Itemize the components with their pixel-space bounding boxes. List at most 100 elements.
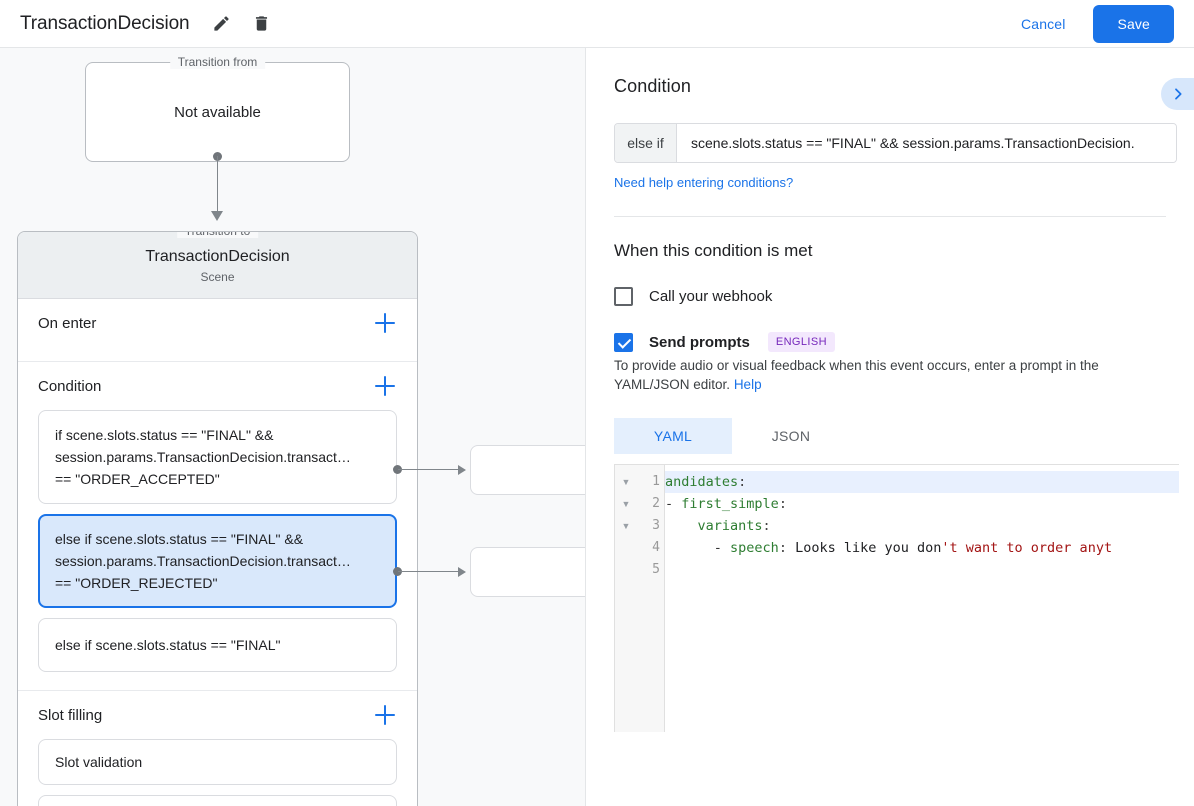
send-prompts-checkbox[interactable] bbox=[614, 332, 633, 352]
section-on-enter-title: On enter bbox=[38, 314, 97, 332]
header-actions bbox=[208, 10, 276, 38]
condition-line: if scene.slots.status == "FINAL" && bbox=[55, 427, 274, 443]
send-prompts-label: Send prompts bbox=[649, 333, 750, 351]
editor-code-area[interactable]: andidates:- first_simple: variants: - sp… bbox=[665, 465, 1179, 732]
code-token: 't want to order anyt bbox=[941, 540, 1113, 556]
fold-toggle-icon[interactable]: ▼ bbox=[621, 477, 631, 487]
prompts-helper-sentence: To provide audio or visual feedback when… bbox=[614, 358, 1099, 392]
transition-from-card: Transition from Not available bbox=[85, 55, 350, 162]
add-slot-filling-button[interactable] bbox=[373, 703, 397, 727]
condition-card-selected[interactable]: else if scene.slots.status == "FINAL" &&… bbox=[38, 514, 397, 608]
line-number: 1 bbox=[652, 474, 660, 489]
prompts-help-link[interactable]: Help bbox=[733, 377, 762, 392]
detail-header: Condition else if Need help entering con… bbox=[586, 48, 1194, 217]
language-badge: ENGLISH bbox=[767, 332, 835, 352]
section-on-enter-head: On enter bbox=[38, 299, 397, 347]
branch-target-box-rejected[interactable] bbox=[470, 547, 585, 597]
call-webhook-label: Call your webhook bbox=[649, 288, 773, 305]
send-prompts-row: Send prompts ENGLISH bbox=[614, 332, 1166, 352]
prompts-helper-text: To provide audio or visual feedback when… bbox=[614, 356, 1166, 394]
chevron-right-icon[interactable] bbox=[1161, 78, 1194, 110]
trash-icon[interactable] bbox=[248, 10, 276, 38]
line-number: 5 bbox=[652, 562, 660, 577]
editor-fold-column: ▼ ▼ ▼ bbox=[615, 465, 637, 732]
detail-panel: Condition else if Need help entering con… bbox=[585, 48, 1194, 806]
detail-panel-title: Condition bbox=[614, 76, 691, 96]
slot-validation-card[interactable]: Slot validation bbox=[38, 739, 397, 785]
section-condition-title: Condition bbox=[38, 377, 102, 395]
condition-line: else if scene.slots.status == "FINAL" && bbox=[55, 531, 304, 547]
condition-card[interactable]: else if scene.slots.status == "FINAL" bbox=[38, 618, 397, 672]
condition-line: else if scene.slots.status == "FINAL" bbox=[55, 637, 281, 653]
when-condition-met-title: When this condition is met bbox=[614, 241, 813, 260]
transition-connector-arrow bbox=[211, 211, 223, 221]
code-line[interactable]: andidates: bbox=[665, 471, 1179, 493]
code-token: Looks like you don bbox=[795, 540, 942, 556]
section-condition-head: Condition bbox=[38, 362, 397, 410]
tab-json[interactable]: JSON bbox=[771, 428, 811, 444]
add-on-enter-button[interactable] bbox=[373, 311, 397, 335]
detail-divider bbox=[614, 216, 1166, 217]
branch-target-box-accepted[interactable] bbox=[470, 445, 585, 495]
branch-arrow-rejected bbox=[458, 567, 466, 577]
branch-line-rejected bbox=[398, 571, 460, 572]
line-number: 4 bbox=[652, 540, 660, 555]
fold-toggle-icon[interactable]: ▼ bbox=[621, 521, 631, 531]
line-number: 3 bbox=[652, 518, 660, 533]
code-token: : bbox=[762, 518, 771, 534]
code-token: : bbox=[778, 496, 787, 512]
branch-line-accepted bbox=[398, 469, 460, 470]
condition-line: == "ORDER_ACCEPTED" bbox=[55, 471, 220, 487]
condition-input[interactable] bbox=[677, 124, 1176, 162]
scene-canvas: Transition from Not available Transition… bbox=[0, 48, 585, 806]
code-token: variants bbox=[697, 518, 763, 534]
editor-tabs: YAML JSON bbox=[614, 418, 1166, 454]
code-token: first_simple bbox=[681, 496, 779, 512]
condition-input-row: else if bbox=[614, 123, 1177, 163]
cancel-button[interactable]: Cancel bbox=[1007, 8, 1079, 40]
scene-type: Scene bbox=[200, 270, 235, 284]
condition-prefix-label: else if bbox=[615, 124, 677, 162]
transition-to-header: TransactionDecision Scene bbox=[18, 232, 417, 299]
add-condition-button[interactable] bbox=[373, 374, 397, 398]
fold-toggle-icon[interactable]: ▼ bbox=[621, 499, 631, 509]
code-token: - bbox=[665, 496, 682, 512]
code-token: : bbox=[738, 474, 747, 490]
branch-arrow-accepted bbox=[458, 465, 466, 475]
section-on-enter: On enter bbox=[18, 299, 417, 362]
slot-card-partial[interactable] bbox=[38, 795, 397, 806]
condition-help-link[interactable]: Need help entering conditions? bbox=[614, 175, 794, 190]
branch-dot-accepted bbox=[393, 465, 402, 474]
condition-line: session.params.TransactionDecision.trans… bbox=[55, 553, 351, 569]
section-slot-filling: Slot filling Slot validation bbox=[18, 691, 417, 806]
section-slot-filling-head: Slot filling bbox=[38, 691, 397, 739]
tab-yaml[interactable]: YAML bbox=[614, 418, 732, 454]
code-token bbox=[665, 518, 698, 534]
scene-name: TransactionDecision bbox=[145, 248, 290, 265]
code-line[interactable]: - first_simple: bbox=[665, 493, 1179, 515]
editor-line-numbers: 1 2 3 4 5 bbox=[637, 465, 665, 732]
code-token: andidates bbox=[665, 474, 739, 490]
pencil-icon[interactable] bbox=[208, 10, 236, 38]
branch-dot-rejected bbox=[393, 567, 402, 576]
line-number: 2 bbox=[652, 496, 660, 511]
condition-card[interactable]: if scene.slots.status == "FINAL" && sess… bbox=[38, 410, 397, 504]
section-condition: Condition if scene.slots.status == "FINA… bbox=[18, 362, 417, 691]
transition-from-value: Not available bbox=[174, 103, 261, 121]
save-button[interactable]: Save bbox=[1093, 4, 1174, 43]
code-token: speech bbox=[730, 540, 779, 556]
page-title: TransactionDecision bbox=[20, 12, 190, 34]
code-line[interactable]: - speech: Looks like you don't want to o… bbox=[665, 537, 1179, 559]
transition-from-legend: Transition from bbox=[169, 55, 266, 69]
code-token: : bbox=[778, 540, 796, 556]
code-line[interactable] bbox=[665, 559, 1179, 581]
code-line[interactable]: variants: bbox=[665, 515, 1179, 537]
transition-to-card: Transition to TransactionDecision Scene … bbox=[17, 231, 418, 806]
call-webhook-checkbox[interactable] bbox=[614, 287, 633, 306]
detail-body: When this condition is met Call your web… bbox=[586, 217, 1194, 732]
app-header: TransactionDecision Cancel Save bbox=[0, 0, 1194, 48]
section-slot-filling-title: Slot filling bbox=[38, 706, 103, 724]
condition-line: == "ORDER_REJECTED" bbox=[55, 575, 218, 591]
